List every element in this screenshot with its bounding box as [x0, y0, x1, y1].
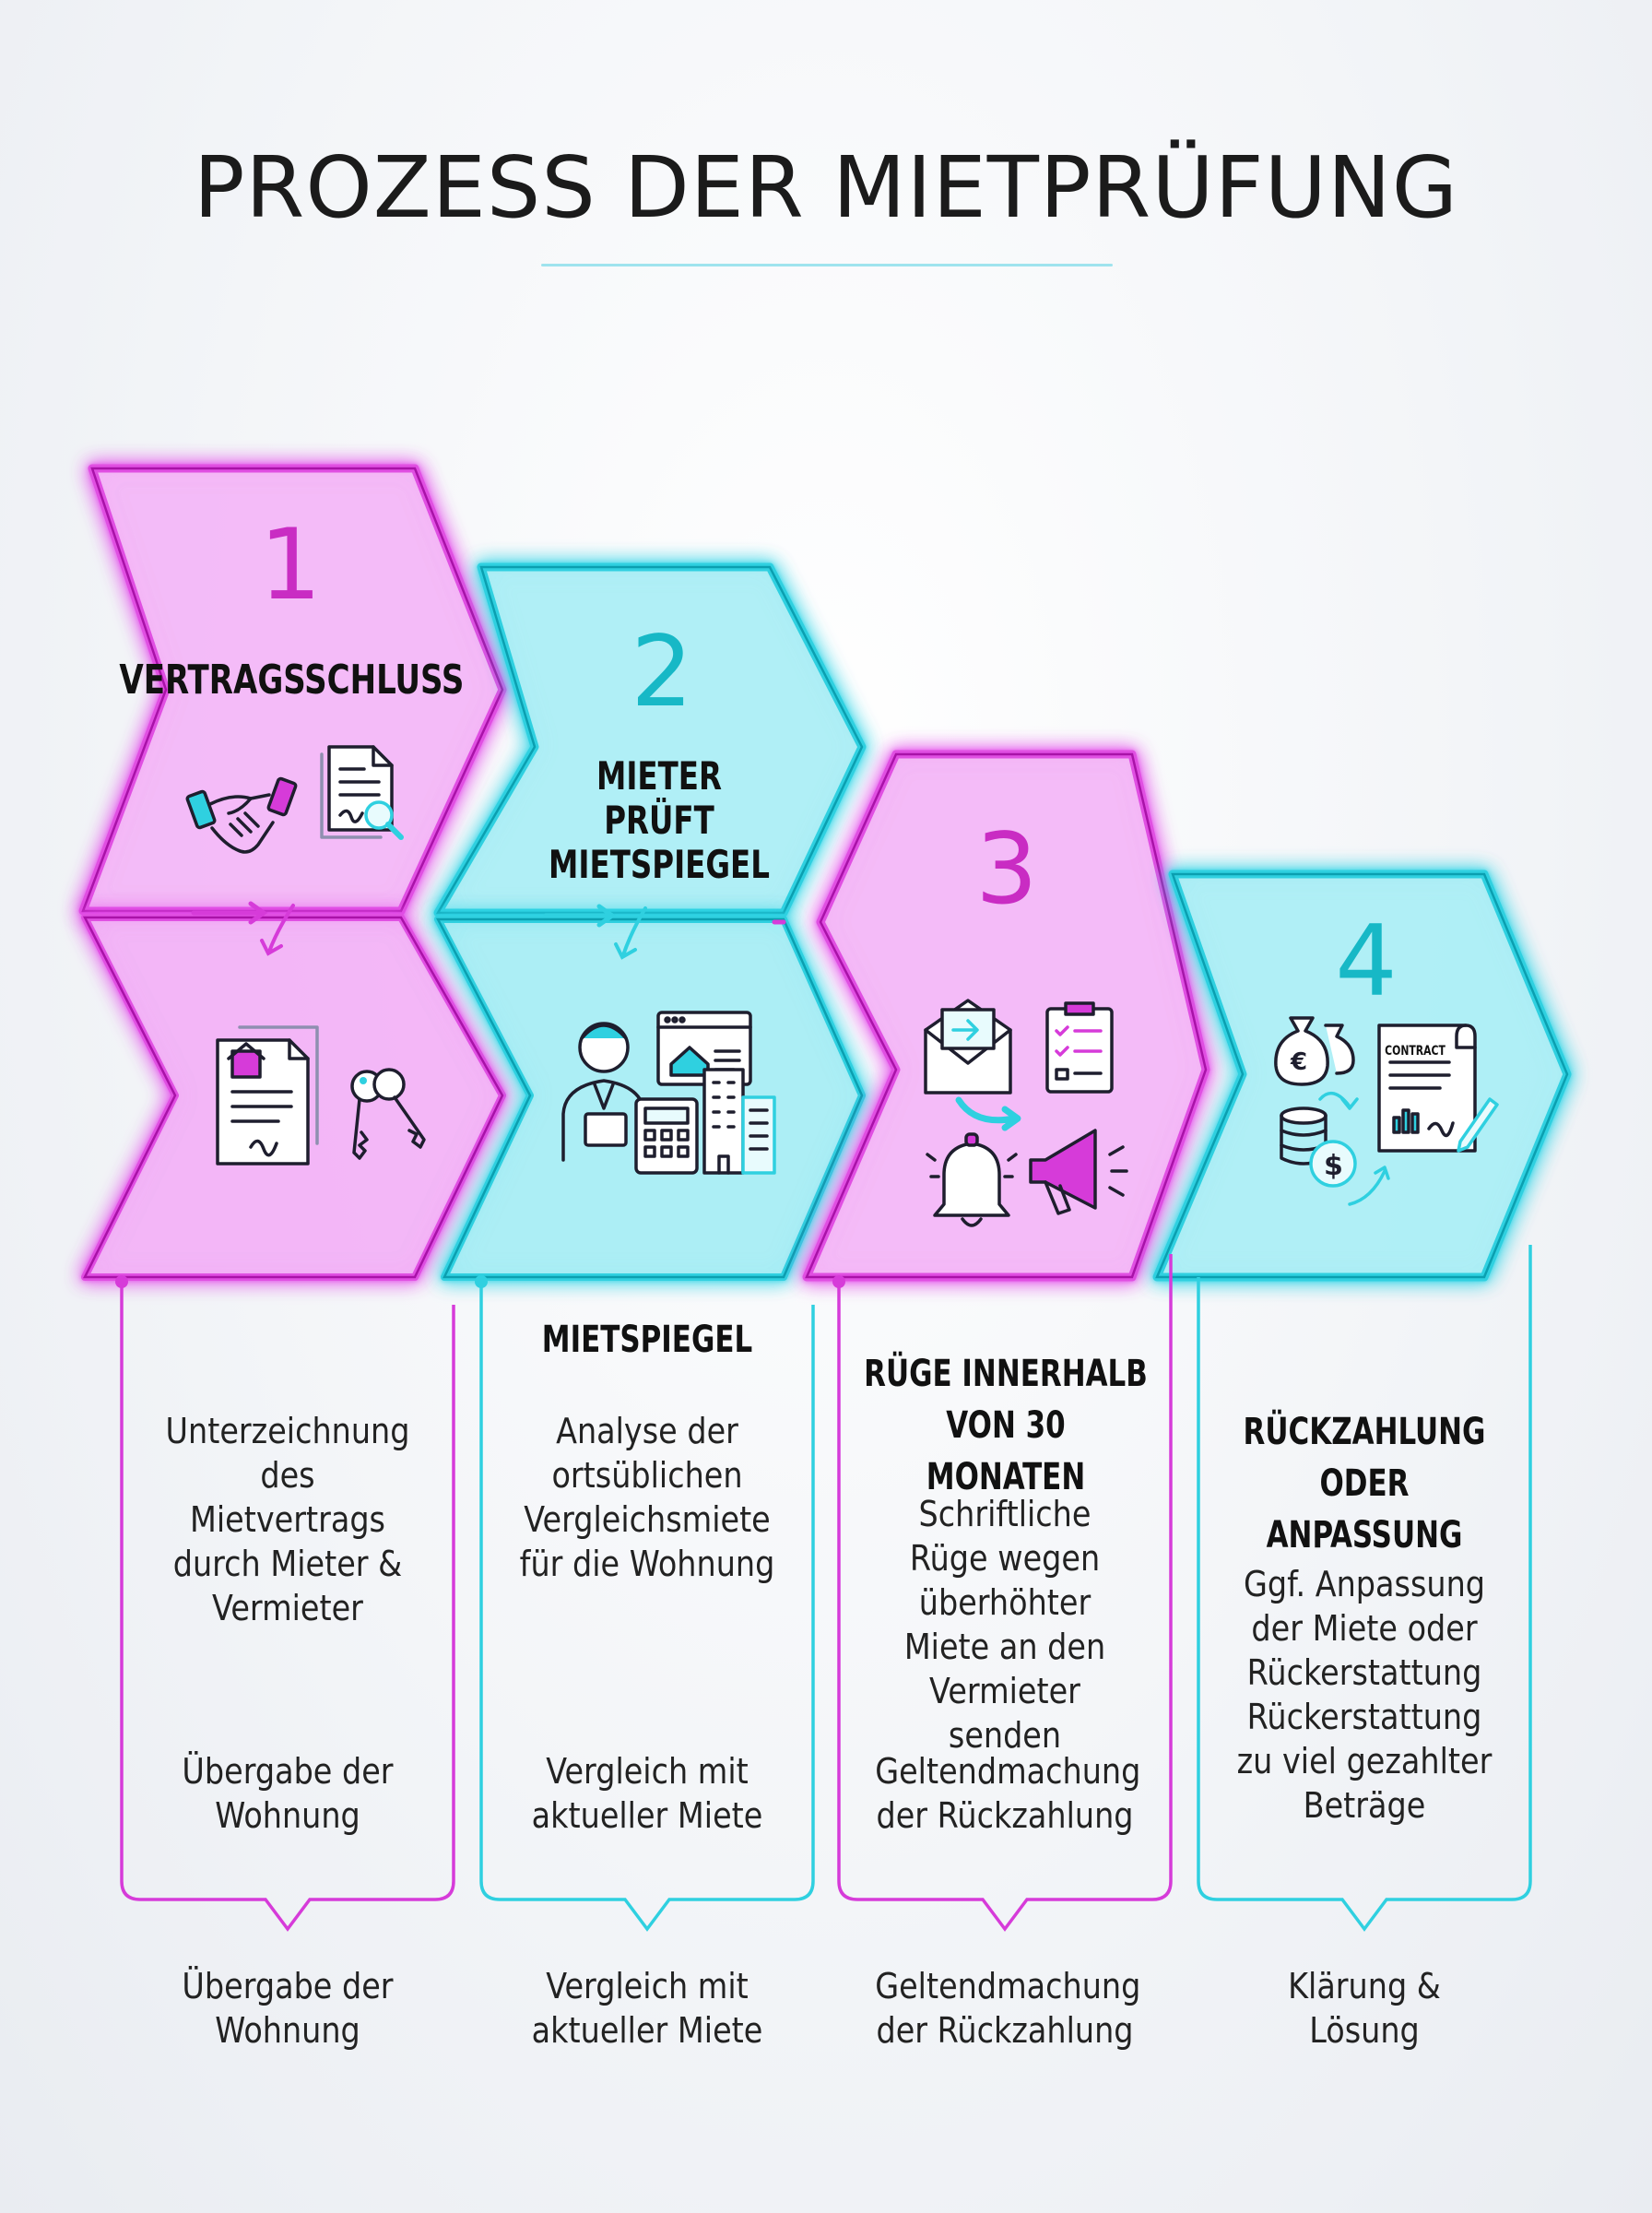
- step-4-box-title: RÜCKZAHLUNG ODER ANPASSUNG: [1243, 1411, 1486, 1556]
- document-search-icon: [320, 745, 404, 840]
- browser-house-icon: [656, 1011, 752, 1086]
- step-3-description-box: [837, 1254, 1173, 1932]
- step-2-number: 2: [631, 615, 693, 728]
- step-1-box-dot: [115, 1275, 128, 1288]
- step-2-title: MIETER PRÜFT MIETSPIEGEL: [549, 753, 770, 887]
- step-4-chevron-inner: [1155, 872, 1569, 1279]
- step-2-box-title: MIETSPIEGEL: [541, 1319, 753, 1361]
- step-4-result: Klärung & Lösung: [1288, 1966, 1441, 2051]
- step-3-box-title: RÜGE INNERHALB VON 30 MONATEN: [864, 1353, 1148, 1498]
- step-4-number: 4: [1335, 905, 1398, 1018]
- step-1-bottom-chevron-inner: [82, 916, 504, 1279]
- step-2-box-note: Vergleich mit aktueller Miete: [531, 1751, 763, 1836]
- tenant-person-icon: [561, 1022, 646, 1162]
- coins-icon: $: [1280, 1091, 1390, 1206]
- step-1-title: VERTRAGSSCHLUSS: [119, 657, 465, 704]
- step-2-top-chevron-inner: [435, 565, 864, 915]
- step-2-result: Vergleich mit aktueller Miete: [531, 1966, 763, 2051]
- step-3-description: Schriftliche Rüge wegen überhöhter Miete…: [903, 1494, 1106, 1756]
- money-bags-icon: €: [1274, 1016, 1355, 1086]
- page-title: PROZESS DER MIETPRÜFUNG: [193, 138, 1459, 237]
- handshake-icon: [185, 776, 298, 854]
- buildings-icon: [702, 1068, 776, 1175]
- step-3-number: 3: [975, 812, 1038, 926]
- calculator-icon: [634, 1097, 699, 1175]
- step-2-description: Analyse der ortsüblichen Vergleichsmiete…: [519, 1411, 775, 1584]
- step-4-description-box: [1197, 1245, 1532, 1932]
- step-1-arrow-icon: [191, 901, 268, 925]
- step-2-box-dot: [475, 1275, 488, 1288]
- step-1-curve-arrow-icon: [260, 904, 295, 956]
- step-1-description-box: [120, 1277, 455, 1932]
- svg-text:$: $: [1324, 1150, 1343, 1182]
- step-4-description: Ggf. Anpassung der Miete oder Rückerstat…: [1236, 1564, 1493, 1826]
- step-2-curve-arrow-icon: [614, 906, 647, 960]
- step-3-box-note: Geltendmachung der Rückzahlung: [875, 1751, 1141, 1836]
- house-contract-icon: [216, 1025, 319, 1166]
- step-1-description: Unterzeichnung des Mietvertrags durch Mi…: [165, 1411, 410, 1628]
- step-1-result: Übergabe der Wohnung: [182, 1966, 394, 2051]
- megaphone-icon: [1029, 1129, 1128, 1215]
- bell-icon: [926, 1132, 1018, 1227]
- step-3-chevron-inner: [805, 752, 1208, 1279]
- step-2-arrow-icon: [543, 904, 617, 928]
- svg-text:€: €: [1290, 1048, 1307, 1076]
- step-3-box-dot: [832, 1275, 845, 1288]
- title-underline: [541, 264, 1113, 266]
- step-1-number: 1: [259, 508, 322, 621]
- step-3-result: Geltendmachung der Rückzahlung: [875, 1966, 1141, 2051]
- checklist-icon: [1045, 1001, 1114, 1094]
- contract-label: CONTRACT: [1385, 1044, 1446, 1059]
- keys-icon: [350, 1068, 426, 1160]
- step-1-top-chevron-inner: [81, 467, 504, 913]
- step-2-description-box: [479, 1277, 815, 1932]
- envelope-icon: [924, 999, 1021, 1131]
- step-1-box-note: Übergabe der Wohnung: [182, 1751, 394, 1836]
- contract-icon: [1377, 1024, 1499, 1153]
- step-2-bottom-chevron-inner: [435, 917, 864, 1279]
